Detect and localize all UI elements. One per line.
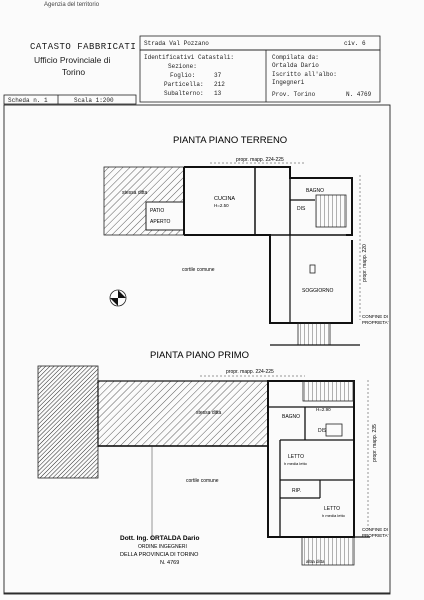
ground-altra-ditta: stessa ditta — [122, 190, 148, 196]
first-hatched-area — [97, 380, 269, 447]
first-propr-right: propr. mapp. 235 — [372, 424, 378, 462]
ground-proprieta-label: PROPRIETA' — [362, 320, 389, 325]
letto1-sub: h media letto — [284, 461, 308, 466]
compilata-name: Ortalda Dario — [272, 62, 319, 69]
cucina-height: H=2.50 — [214, 203, 229, 208]
first-propr-top: propr. mapp. 224-225 — [226, 369, 274, 375]
letto2-label: LETTO — [324, 506, 340, 512]
ground-plan-title: PIANTA PIANO TERRENO — [173, 135, 287, 146]
first-dense-hatch — [37, 365, 99, 479]
stamp-engineer: Dott. Ing. ORTALDA Dario — [120, 535, 199, 542]
first-height-label: H=2.90 — [316, 407, 331, 412]
catasto-title: CATASTO FABBRICATI — [30, 42, 137, 52]
foglio-label: Foglio: — [170, 72, 196, 79]
letto1-label: LETTO — [288, 454, 304, 460]
iscritto-value: Ingegneri — [272, 79, 305, 86]
cucina-label: CUCINA — [214, 196, 235, 202]
first-stessa-ditta: stessa ditta — [196, 410, 222, 416]
ground-propr-top: propr. mapp. 224-225 — [236, 157, 284, 163]
first-dis-label: DIS — [318, 428, 327, 434]
civic-number: civ. 6 — [344, 40, 366, 47]
office-city: Torino — [62, 67, 86, 77]
prov-label: Prov. Torino — [272, 91, 316, 98]
subalterno-label: Subalterno: — [164, 90, 204, 97]
address-text: Strada Val Pozzano — [144, 40, 209, 47]
aperto-label: APERTO — [150, 219, 170, 225]
subalterno-value: 13 — [214, 90, 222, 97]
first-plan-title: PIANTA PIANO PRIMO — [150, 350, 249, 361]
office-name: Ufficio Provinciale di — [34, 55, 111, 65]
first-altra-ditta: altra ditta — [306, 559, 325, 564]
sezione-label: Sezione: — [168, 63, 197, 70]
iscritto-label: Iscritto all'albo: — [272, 71, 337, 78]
particella-label: Particella: — [164, 81, 204, 88]
identificativi-title: Identificativi Catastali: — [144, 54, 235, 61]
first-bagno-label: BAGNO — [282, 414, 300, 420]
ground-bagno-label: BAGNO — [306, 188, 324, 194]
stamp-province: DELLA PROVINCIA DI TORINO — [120, 552, 199, 558]
ground-cortile-label: cortile comune — [182, 267, 215, 273]
ground-propr-right: propr. mapp. 220 — [362, 244, 368, 282]
first-cortile-label: cortile comune — [186, 478, 219, 484]
stamp-order: ORDINE INGEGNERI — [138, 544, 187, 550]
compilata-label: Compilata da: — [272, 54, 319, 61]
ground-dis-label: DIS — [297, 206, 306, 212]
patio-label: PATIO — [150, 208, 164, 214]
scala-label: Scala 1:200 — [74, 97, 114, 104]
first-confine-label: CONFINE DI — [362, 527, 388, 532]
first-proprieta-label: PROPRIETA' — [362, 533, 389, 538]
agency-name: Agenzia del territorio — [44, 2, 100, 8]
foglio-value: 37 — [214, 72, 222, 79]
rip-label: RIP. — [292, 488, 301, 494]
scheda-label: Scheda n. 1 — [8, 97, 48, 104]
particella-value: 212 — [214, 81, 225, 88]
soggiorno-label: SOGGIORNO — [302, 288, 334, 294]
registration-number: N. 4769 — [346, 91, 372, 98]
letto2-sub: h media letto — [322, 513, 346, 518]
stamp-number: N. 4769 — [160, 560, 179, 566]
ground-confine-label: CONFINE DI — [362, 314, 388, 319]
